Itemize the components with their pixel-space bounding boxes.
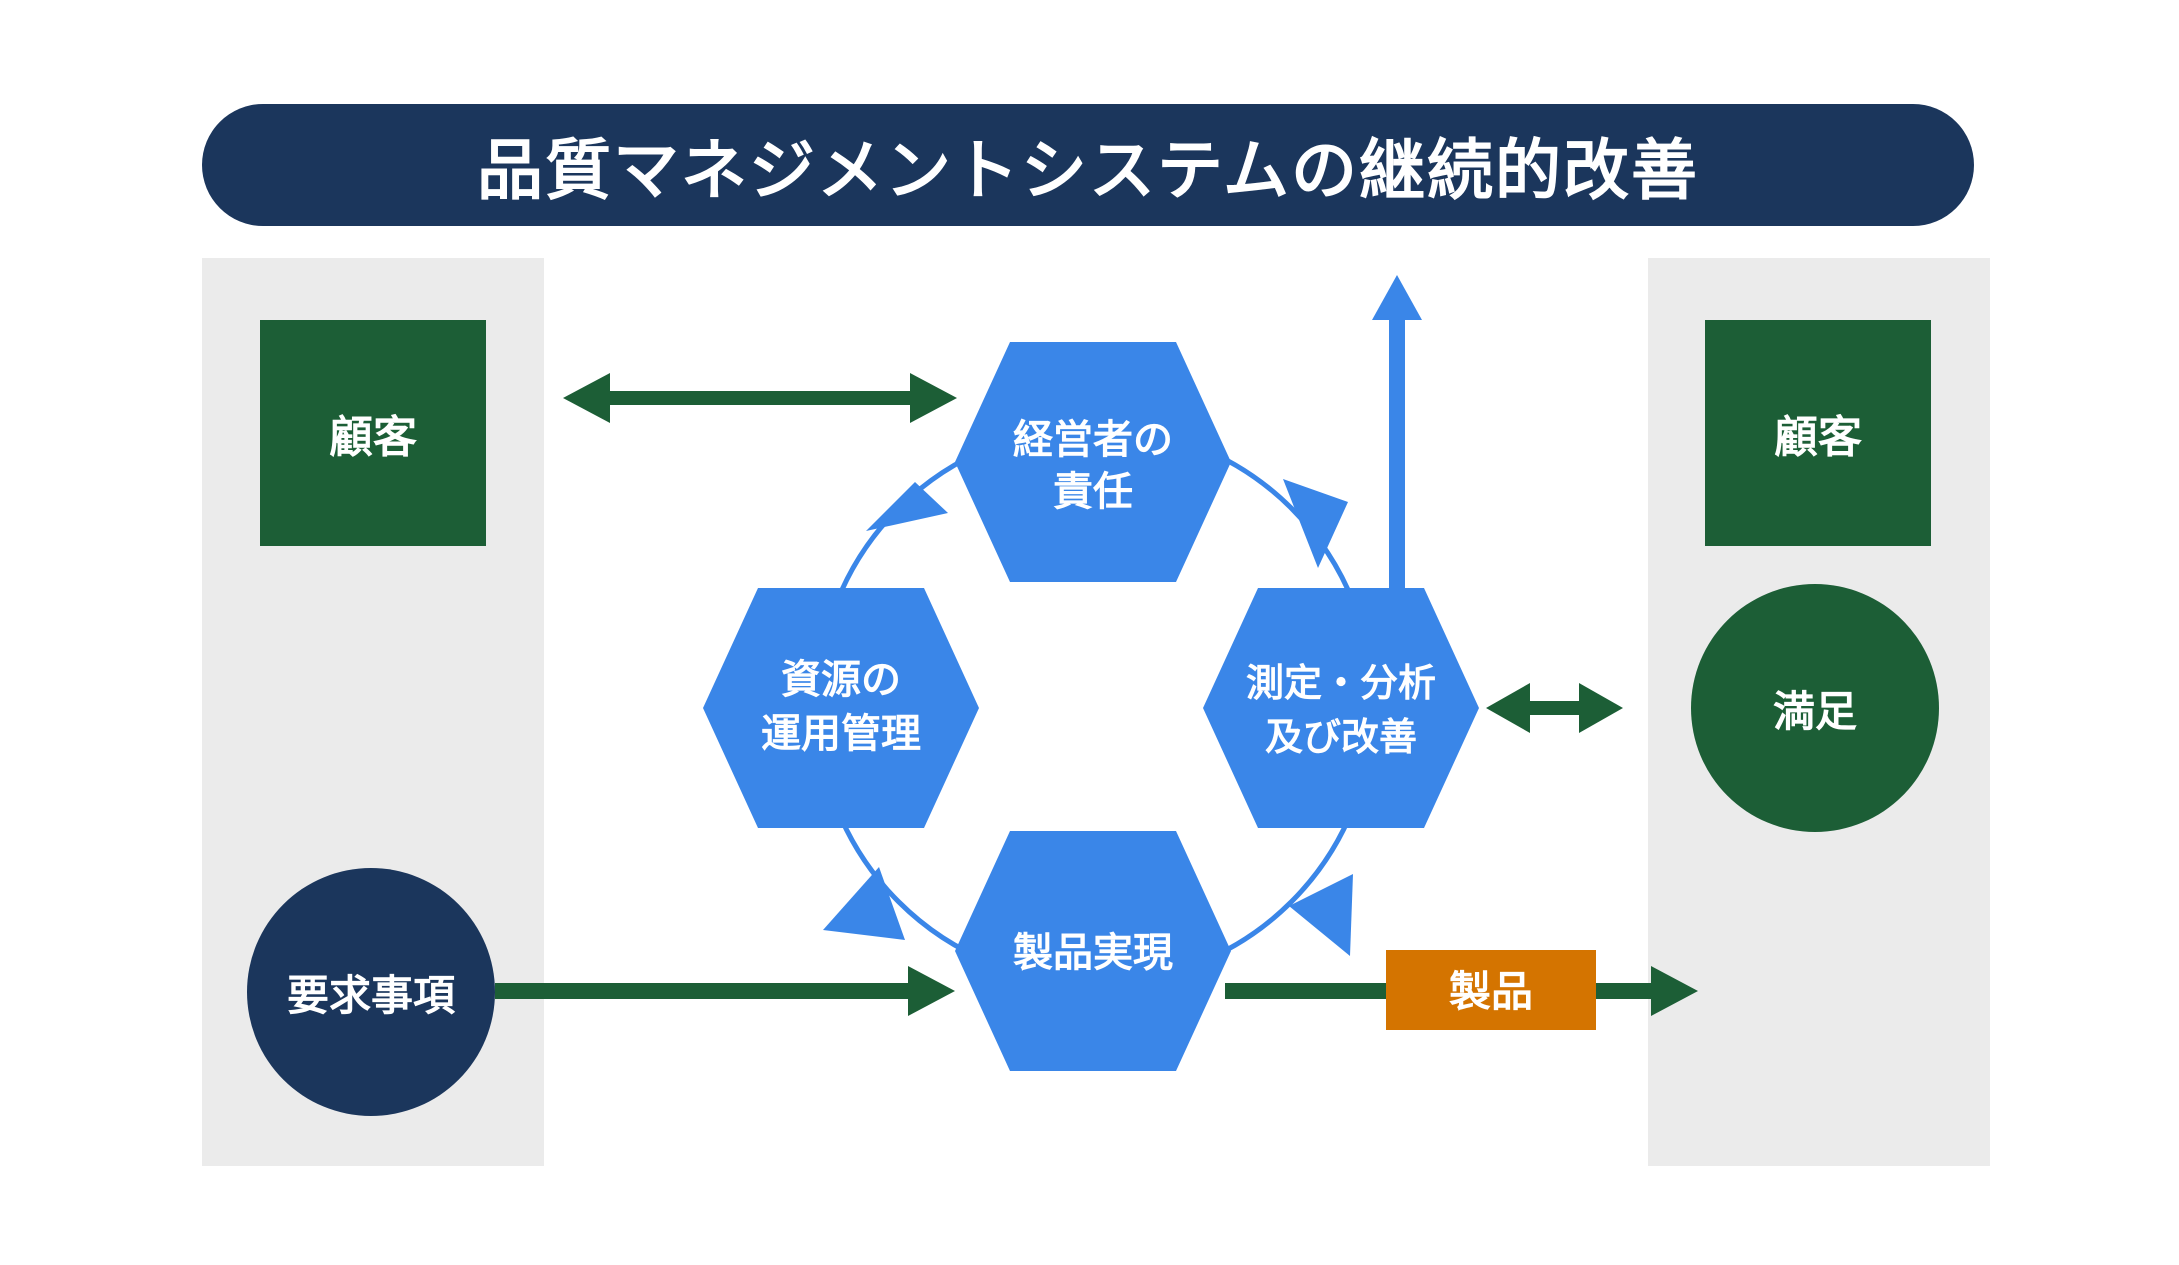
- customer-box-right: 顧客: [1705, 320, 1931, 546]
- satisfaction-circle: 満足: [1691, 584, 1939, 832]
- hex-label-management-line1: 経営者の: [1013, 417, 1173, 463]
- cycle-arrowhead: [1283, 479, 1348, 568]
- hexagon-product-realization: [955, 831, 1231, 1071]
- requirements-circle: 要求事項: [247, 868, 495, 1116]
- requirements-arrow-head: [908, 966, 955, 1016]
- arrow-head-right: [910, 373, 957, 423]
- hexagon-management-responsibility: [955, 342, 1231, 582]
- hex-label-management-line2: 責任: [1053, 469, 1133, 515]
- product-output-arrow-head: [1651, 966, 1698, 1016]
- cycle-arrowhead: [823, 867, 905, 940]
- hexagon-resource-management: [703, 588, 979, 828]
- arrow-head-left: [563, 373, 610, 423]
- hex-label-measurement-line2: 及び改善: [1265, 715, 1417, 759]
- hex-label-resources-line2: 運用管理: [761, 711, 921, 757]
- product-label: 製品: [1449, 967, 1533, 1016]
- arrow-head-right: [1579, 683, 1623, 733]
- improvement-arrow-head: [1372, 275, 1422, 320]
- cycle-arrowhead: [1289, 874, 1353, 956]
- arrow-head-left: [1486, 683, 1530, 733]
- page-title: 品質マネジメントシステムの継続的改善: [202, 104, 1974, 226]
- hex-label-measurement-line1: 測定・分析: [1246, 661, 1436, 705]
- hex-label-realization: 製品実現: [1013, 930, 1173, 976]
- hexagon-measurement-analysis-improvement: [1203, 588, 1479, 828]
- cycle-arrowhead: [866, 482, 948, 531]
- product-box: [1386, 950, 1596, 1030]
- customer-box-left: 顧客: [260, 320, 486, 546]
- hex-label-resources-line1: 資源の: [781, 657, 901, 703]
